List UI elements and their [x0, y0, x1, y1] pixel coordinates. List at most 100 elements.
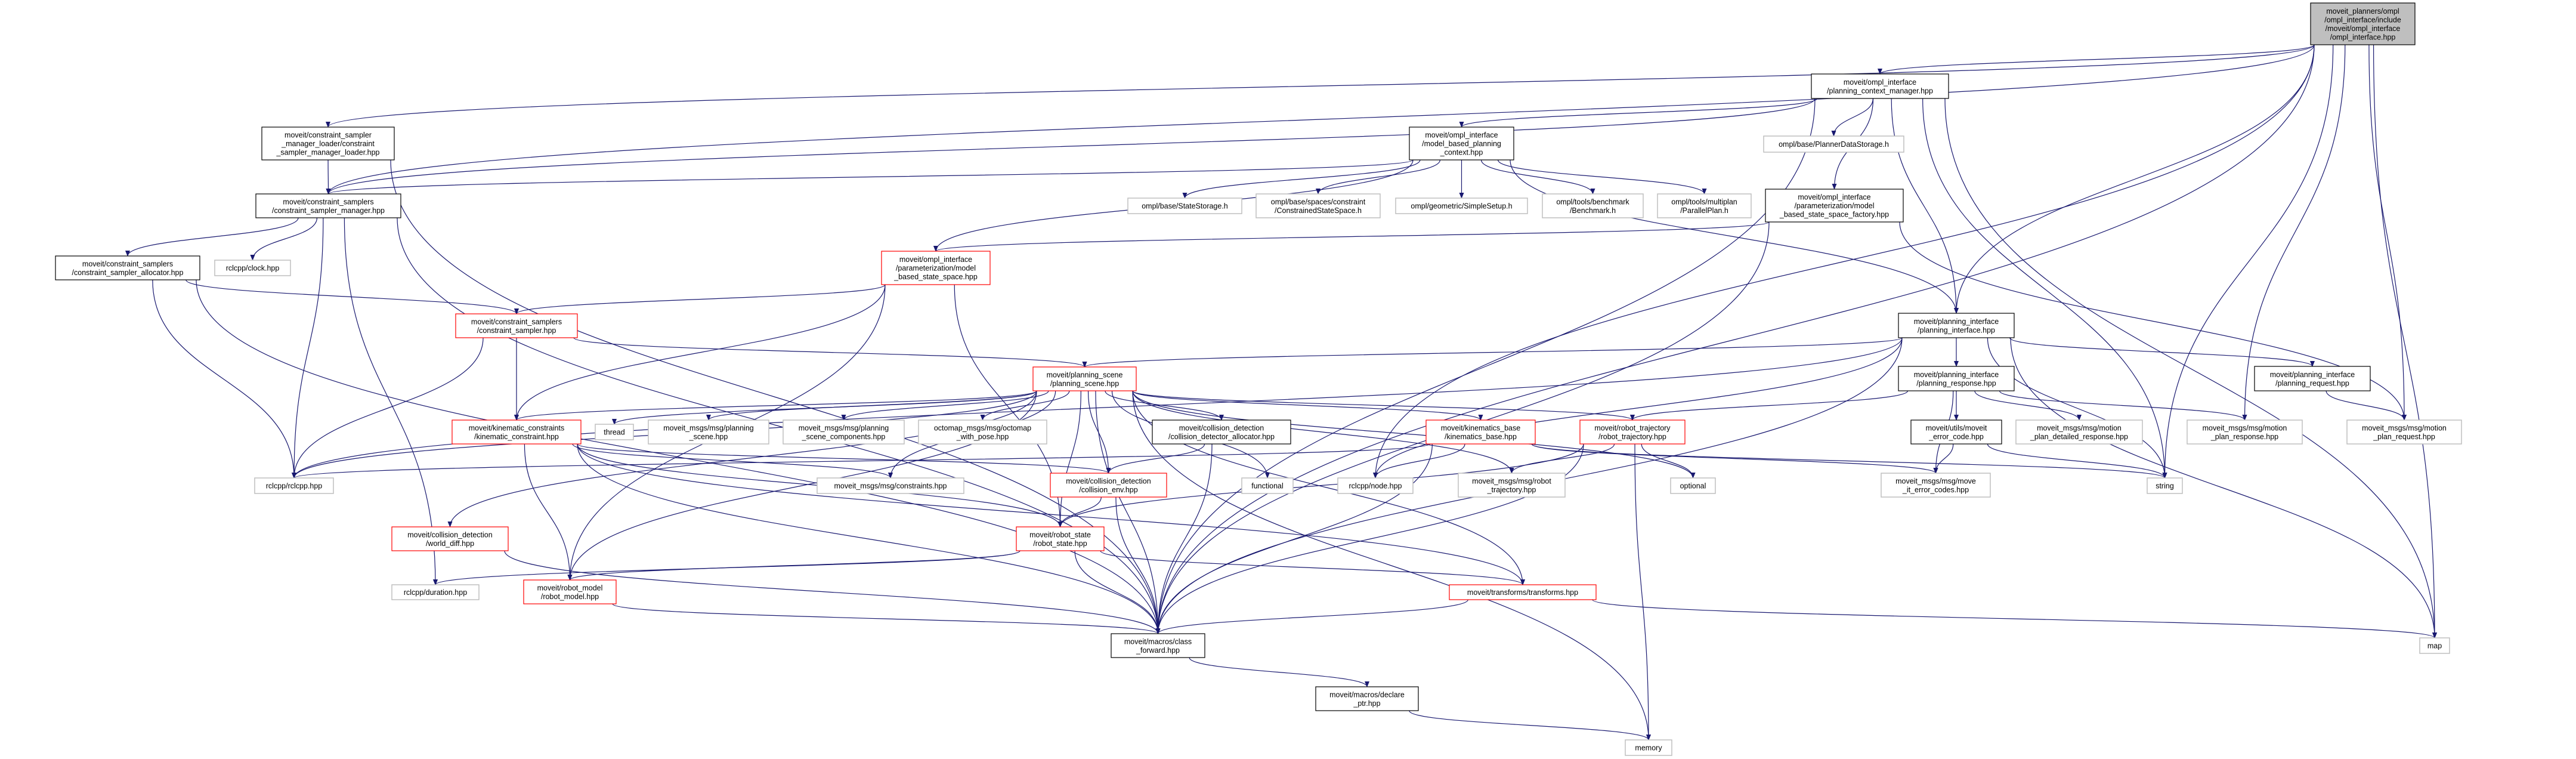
graph-node-memory: memory [1625, 739, 1672, 756]
node-label-line: _context.hpp [1440, 149, 1483, 157]
graph-node-cdalloc[interactable]: moveit/collision_detection/collision_det… [1152, 419, 1291, 445]
graph-node-css: ompl/base/spaces/constraint/ConstrainedS… [1255, 193, 1381, 218]
node-label-line: string [2156, 482, 2174, 490]
graph-node-mbpc[interactable]: moveit/ompl_interface/model_based_planni… [1409, 126, 1514, 161]
graph-node-mbss[interactable]: moveit/ompl_interface/parameterization/m… [881, 251, 991, 285]
node-label-line: moveit/constraint_samplers [283, 198, 373, 206]
graph-node-presp[interactable]: moveit/planning_interface/planning_respo… [1898, 366, 2015, 391]
graph-node-rclcpp: rclcpp/rclcpp.hpp [254, 477, 334, 494]
node-label-line: octomap_msgs/msg/octomap [934, 424, 1031, 432]
dependency-edge-ps-to-rm [567, 390, 1037, 581]
node-label-line: ompl/geometric/SimpleSetup.h [1411, 202, 1512, 211]
graph-node-allocator[interactable]: moveit/constraint_samplers/constraint_sa… [55, 255, 200, 280]
dependency-edge-classfwd-to-declptr [1189, 657, 1369, 687]
dependency-edge-kb-to-node [1373, 443, 1465, 479]
graph-node-cs_loader[interactable]: moveit/constraint_sampler_manager_loader… [261, 126, 395, 161]
node-label-line: optional [1680, 482, 1706, 490]
dependency-edge-cenv-to-rs [1057, 496, 1102, 527]
node-label-line: memory [1635, 744, 1662, 752]
graph-node-factory[interactable]: moveit/ompl_interface/parameterization/m… [1765, 189, 1904, 223]
node-label-line: moveit/macros/class [1124, 637, 1192, 646]
node-label-line: /collision_env.hpp [1079, 486, 1137, 494]
graph-node-psmsg: moveit_msgs/msg/planning_scene.hpp [648, 419, 769, 445]
node-label-line: moveit/robot_model [537, 584, 603, 592]
graph-node-kc[interactable]: moveit/kinematic_constraints/kinematic_c… [452, 419, 582, 445]
dependency-edge-pi-to-map [2010, 337, 2437, 638]
node-label-line: /ConstrainedStateSpace.h [1275, 206, 1362, 215]
node-box [455, 313, 578, 338]
dependency-edge-kb-to-classfwd [1155, 443, 1433, 634]
dependency-edge-mbpc-to-benchmark [1480, 159, 1595, 195]
node-box [1111, 633, 1205, 658]
node-box [254, 477, 334, 494]
dependency-edge-kb-to-string [1531, 443, 2167, 479]
dependency-edge-mbss-to-rs [954, 284, 1063, 527]
node-label-line: moveit_msgs/msg/motion [2362, 424, 2447, 432]
node-label-line: moveit/constraint_sampler [284, 131, 372, 140]
dependency-edge-ps-to-optional [1132, 390, 1696, 479]
node-label-line: moveit_msgs/msg/motion [2203, 424, 2287, 432]
dependency-edge-ps-to-thread [612, 390, 1037, 425]
dependency-edge-root-to-map [2373, 44, 2437, 638]
graph-node-classfwd[interactable]: moveit/macros/class_forward.hpp [1111, 633, 1205, 658]
node-box [1337, 477, 1414, 494]
node-label-line: _sampler_manager_loader.hpp [276, 149, 379, 157]
node-box [1898, 313, 2015, 338]
dependency-edge-rt-to-memory [1634, 443, 1651, 741]
node-box [2419, 637, 2450, 654]
node-label-line: _scene.hpp [689, 433, 728, 441]
dependency-edge-allocator-to-rclcpp [152, 279, 296, 479]
node-box [1409, 126, 1514, 161]
node-label-line: map [2427, 642, 2442, 650]
graph-node-rtmsg: moveit_msgs/msg/robot_trajectory.hpp [1458, 473, 1566, 498]
node-label-line: rclcpp/rclcpp.hpp [266, 482, 323, 490]
graph-node-kb[interactable]: moveit/kinematics_base/kinematics_base.h… [1425, 419, 1536, 445]
dependency-edge-cs_manager-to-allocator [125, 217, 299, 257]
node-box [55, 255, 200, 280]
dependency-edge-mbpc-to-css [1316, 159, 1441, 195]
node-label-line: _based_state_space_factory.hpp [1779, 211, 1889, 219]
graph-node-preq[interactable]: moveit/planning_interface/planning_reque… [2254, 366, 2371, 391]
graph-node-rt[interactable]: moveit/robot_trajectory/robot_trajectory… [1579, 419, 1686, 445]
graph-node-pscomp: moveit_msgs/msg/planning_scene_component… [783, 419, 905, 445]
dependency-edge-errcode-to-string [1987, 443, 2167, 479]
dependency-edge-kc-to-cenv [577, 443, 1111, 474]
graph-node-ps[interactable]: moveit/planning_scene/planning_scene.hpp [1032, 366, 1137, 391]
graph-node-rs[interactable]: moveit/robot_state/robot_state.hpp [1016, 526, 1105, 551]
graph-node-rm[interactable]: moveit/robot_model/robot_model.hpp [523, 579, 617, 604]
dependency-edge-factory-to-mpreq [1899, 221, 2407, 421]
graph-node-cenv[interactable]: moveit/collision_detection/collision_env… [1050, 473, 1167, 498]
node-label-line: moveit_msgs/msg/planning [663, 424, 754, 432]
node-label-line: /world_diff.hpp [426, 539, 474, 548]
dependency-edge-rt-to-rs [1057, 443, 1584, 527]
node-box [452, 419, 582, 445]
node-box [261, 126, 395, 161]
graph-node-transforms[interactable]: moveit/transforms/transforms.hpp [1449, 584, 1597, 600]
node-label-line: _plan_response.hpp [2210, 433, 2278, 441]
graph-node-errcode[interactable]: moveit/utils/moveit_error_code.hpp [1910, 419, 2002, 445]
node-label-line: /collision_detector_allocator.hpp [1168, 433, 1275, 441]
node-box [1425, 419, 1536, 445]
graph-node-root[interactable]: moveit_planners/ompl/ompl_interface/incl… [2310, 2, 2416, 45]
graph-node-worlddiff[interactable]: moveit/collision_detection/world_diff.hp… [391, 526, 509, 551]
graph-node-cs_manager[interactable]: moveit/constraint_samplers/constraint_sa… [255, 193, 401, 218]
graph-node-declptr[interactable]: moveit/macros/declare_ptr.hpp [1315, 686, 1419, 711]
graph-node-cs[interactable]: moveit/constraint_samplers/constraint_sa… [455, 313, 578, 338]
graph-node-pcm[interactable]: moveit/ompl_interface/planning_context_m… [1811, 73, 1949, 99]
node-label-line: moveit/collision_detection [407, 530, 492, 539]
node-label-line: moveit_planners/ompl [2326, 7, 2399, 16]
graph-node-pi[interactable]: moveit/planning_interface/planning_inter… [1898, 313, 2015, 338]
dependency-edge-cs_manager-to-clock [250, 217, 318, 261]
graph-node-octomap: octomap_msgs/msg/octomap_with_pose.hpp [918, 419, 1047, 445]
node-label-line: moveit_msgs/msg/constraints.hpp [834, 482, 947, 490]
node-label-line: _ptr.hpp [1353, 699, 1380, 708]
node-label-line: /ompl_interface/include [2324, 16, 2401, 24]
node-label-line: _plan_request.hpp [2373, 433, 2435, 441]
node-box [881, 251, 991, 285]
node-label-line: functional [1251, 482, 1284, 490]
node-label-line: moveit/kinematics_base [1441, 424, 1520, 432]
node-box [1152, 419, 1291, 445]
node-box [1542, 193, 1644, 218]
node-box [1016, 526, 1105, 551]
